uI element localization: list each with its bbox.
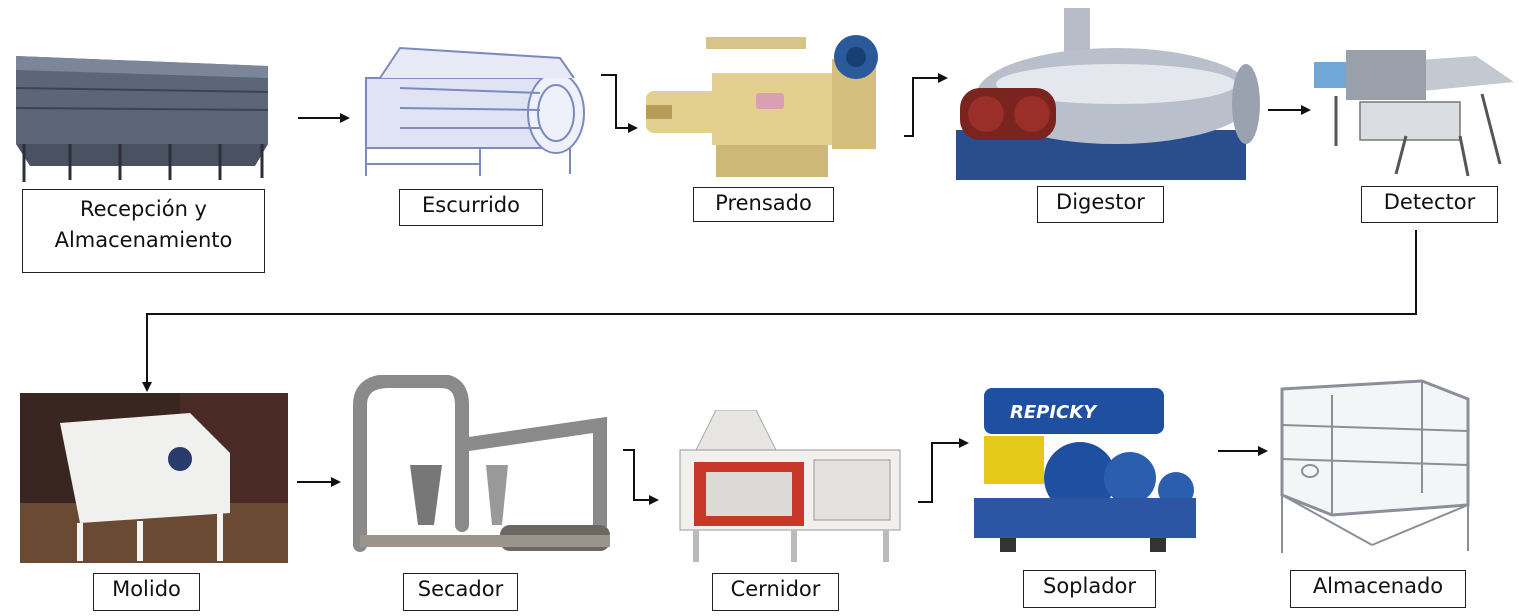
arrow-escurrido-prensado [601, 74, 638, 133]
cernidor-sifter-illustration [679, 410, 901, 562]
soplador-blower-illustration: REPICKY [974, 388, 1196, 552]
recepcion-label-line2: Almacenamiento [54, 228, 233, 252]
digestor-tank-illustration [956, 8, 1260, 180]
step-label-cernidor: Cernidor [712, 573, 839, 611]
step-label-recepcion: Recepción y Almacenamiento [22, 189, 265, 273]
recepcion-hopper-illustration [15, 56, 269, 182]
prensado-press-illustration [646, 35, 878, 177]
arrow-secador-cernidor [623, 449, 659, 505]
step-label-prensado: Prensado [693, 187, 834, 222]
arrow-detector-molido [142, 230, 1417, 392]
step-label-molido: Molido [93, 573, 200, 611]
detector-conveyor-illustration [1314, 50, 1514, 177]
brand-logo: REPICKY [1010, 402, 1098, 423]
arrow-prensado-digestor [904, 73, 948, 137]
almacenado-silo-illustration [1280, 379, 1470, 553]
recepcion-label-line1: Recepción y [79, 197, 207, 221]
escurrido-drum-illustration [365, 46, 585, 176]
step-label-detector: Detector [1361, 186, 1498, 223]
step-label-almacenado: Almacenado [1290, 570, 1466, 608]
secador-dryer-illustration [353, 375, 610, 552]
step-label-soplador: Soplador [1023, 570, 1156, 608]
step-label-digestor: Digestor [1037, 186, 1164, 223]
step-label-secador: Secador [403, 573, 518, 611]
arrow-cernidor-soplador [918, 438, 969, 503]
step-label-escurrido: Escurrido [399, 189, 543, 226]
molido-mill-illustration [20, 393, 288, 563]
